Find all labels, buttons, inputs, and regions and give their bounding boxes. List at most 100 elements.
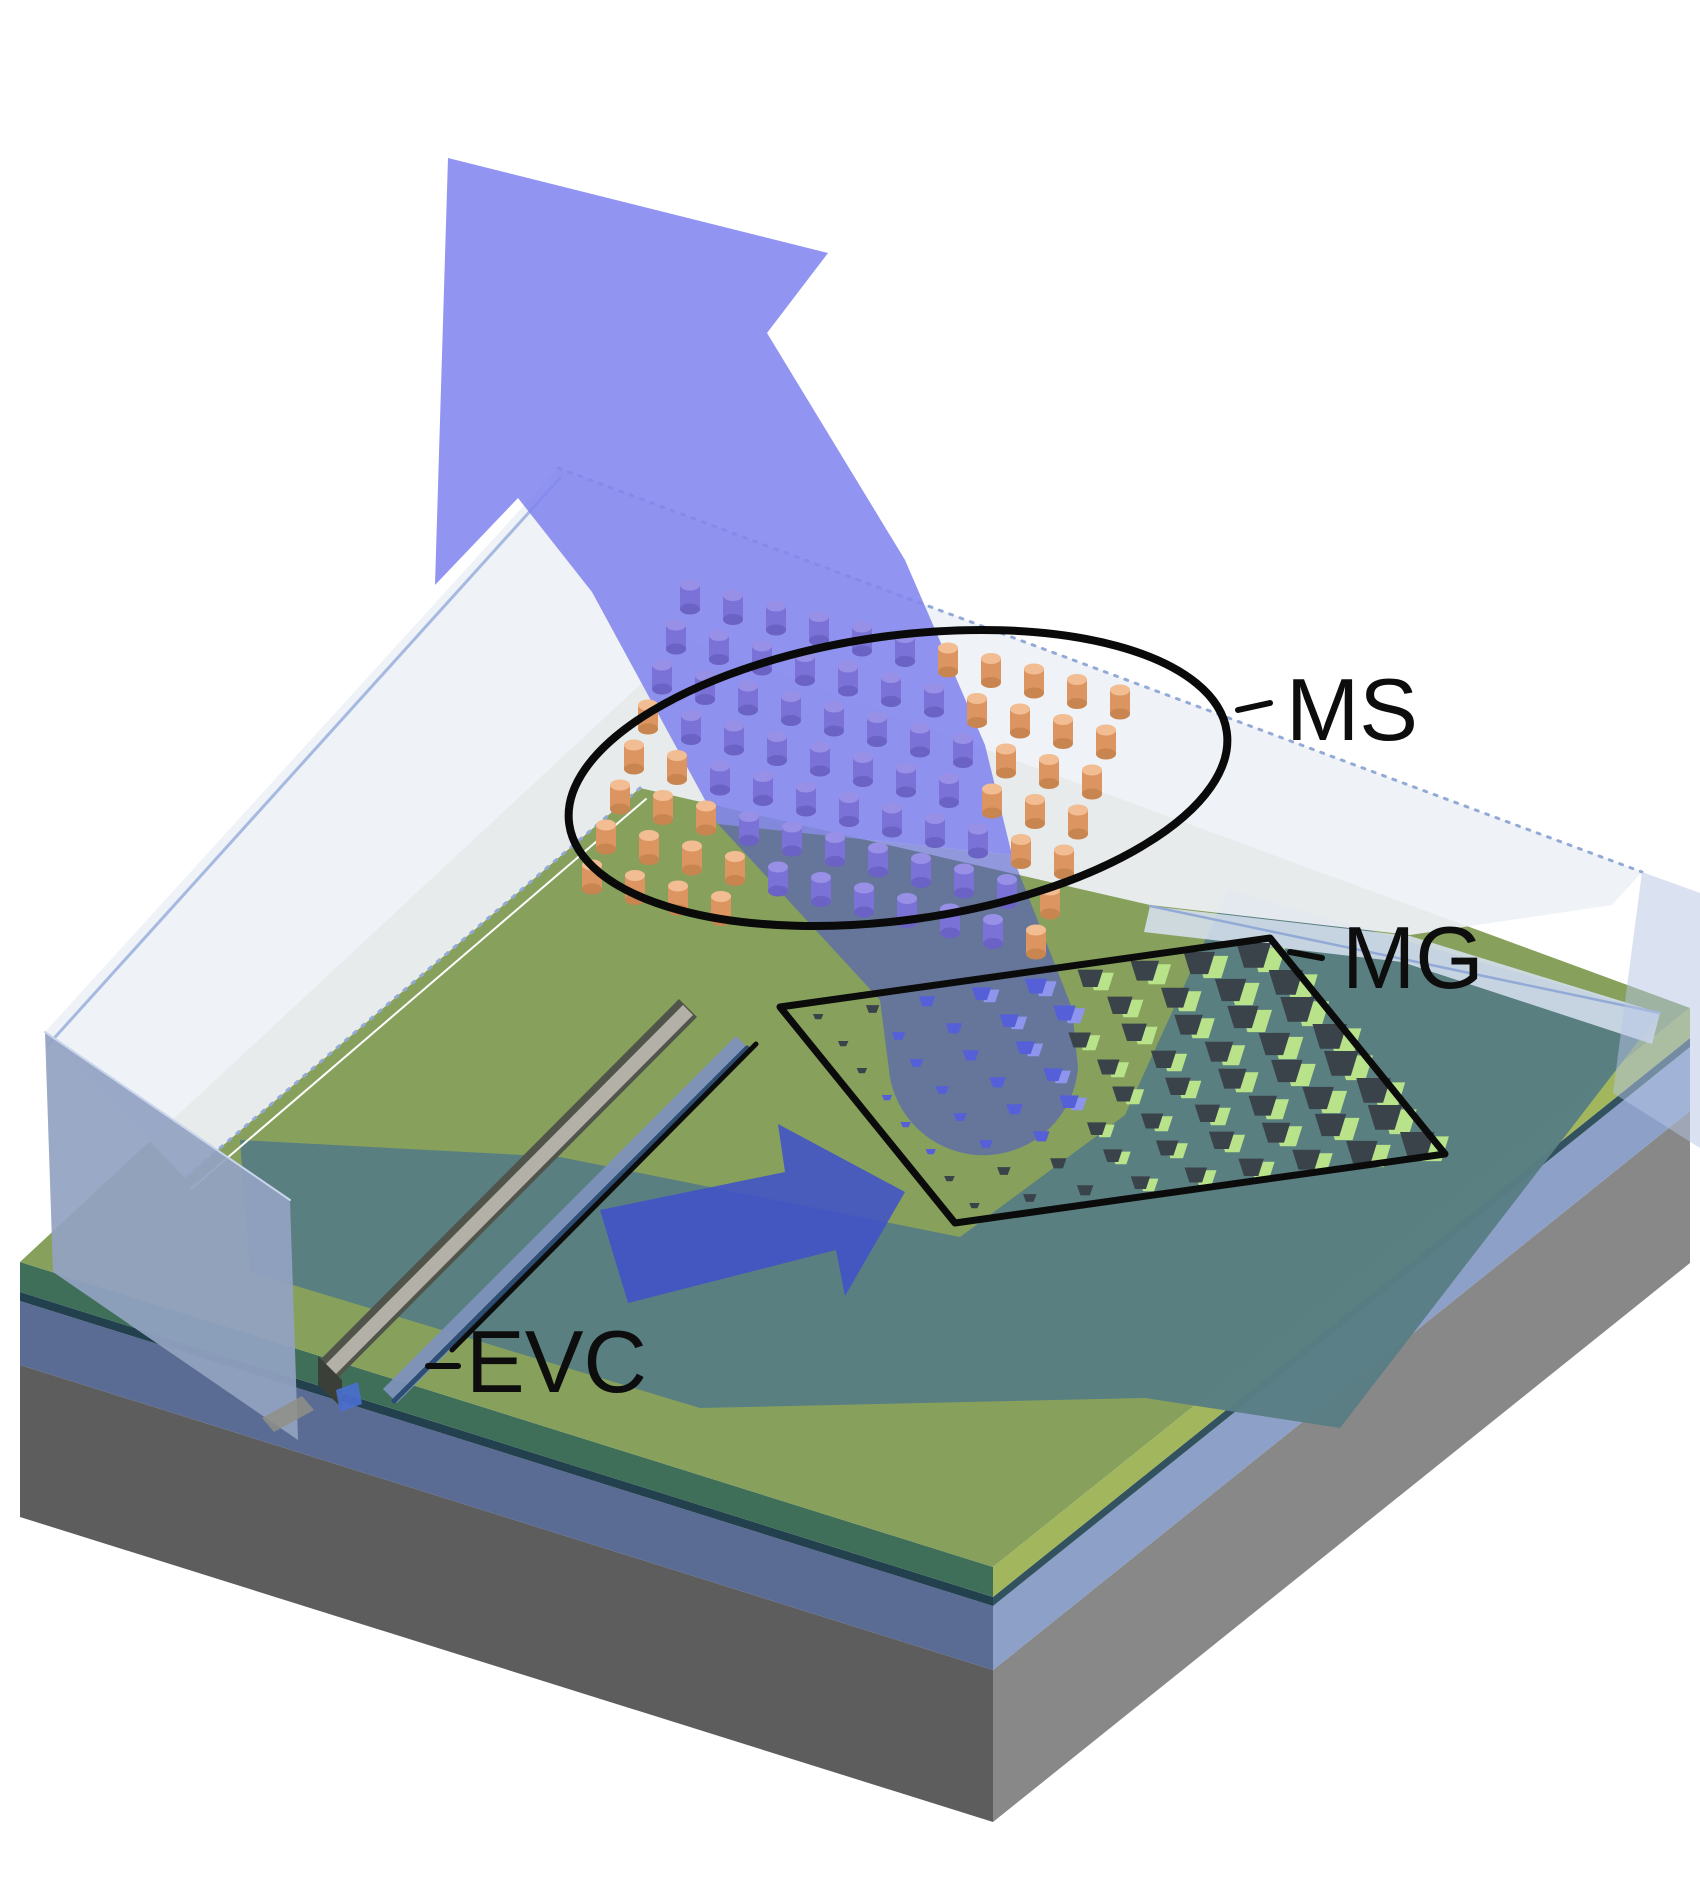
ms-pillar-in-beam bbox=[681, 715, 701, 740]
mg-hole-in-beam bbox=[918, 996, 936, 1007]
ms-pillar-in-beam bbox=[782, 845, 802, 857]
ms-pillar-in-beam bbox=[825, 837, 845, 862]
ms-pillar bbox=[938, 666, 958, 678]
ms-pillar bbox=[1067, 698, 1087, 709]
mg-hole bbox=[1261, 1122, 1291, 1143]
ms-pillar-in-beam bbox=[868, 866, 888, 878]
mg-hole bbox=[1356, 1077, 1391, 1103]
mg-hole-in-beam bbox=[1033, 1131, 1050, 1142]
mg-hole bbox=[1076, 1185, 1094, 1196]
ms-pillar bbox=[967, 693, 987, 704]
mg-hole bbox=[969, 1203, 980, 1209]
ms-pillar-in-beam bbox=[924, 682, 944, 694]
ms-pillar bbox=[1067, 679, 1087, 704]
mg-hole-in-beam bbox=[909, 1059, 924, 1067]
ms-pillar-in-beam bbox=[911, 858, 931, 883]
ms-pillar-in-beam bbox=[781, 691, 801, 702]
ms-pillar bbox=[610, 785, 630, 809]
ms-pillar bbox=[610, 779, 630, 791]
ms-pillar bbox=[610, 803, 630, 815]
ms-pillar-in-beam bbox=[911, 853, 931, 864]
mg-hole-in-beam bbox=[1006, 1104, 1023, 1115]
ms-pillar bbox=[1053, 738, 1073, 749]
ms-pillar-in-beam bbox=[881, 677, 901, 702]
evc-edge-notch-core bbox=[336, 1382, 362, 1412]
ms-pillar-in-beam bbox=[680, 579, 700, 591]
ms-pillar-in-beam bbox=[897, 893, 917, 904]
ms-pillar-in-beam bbox=[853, 752, 873, 763]
ms-pillar-in-beam bbox=[766, 600, 786, 612]
ms-pillar bbox=[1039, 759, 1059, 784]
ms-pillar bbox=[1096, 724, 1116, 736]
ms-pillar-in-beam bbox=[925, 837, 945, 848]
ms-pillar bbox=[1026, 930, 1046, 954]
ms-pillar-in-beam bbox=[739, 816, 759, 841]
substrate-right-face bbox=[993, 1111, 1690, 1822]
ms-pillar-in-beam bbox=[867, 712, 887, 723]
ms-pillar bbox=[996, 743, 1016, 755]
ms-pillar-in-beam bbox=[825, 856, 845, 867]
ms-pillar bbox=[1039, 754, 1059, 765]
ms-pillar bbox=[1010, 703, 1030, 715]
ms-pillar-in-beam bbox=[781, 696, 801, 721]
ms-pillar bbox=[725, 851, 745, 862]
ms-pillar bbox=[938, 642, 958, 654]
ms-pillar bbox=[639, 854, 659, 865]
ms-pillar bbox=[1026, 924, 1046, 936]
ms-pillar bbox=[725, 875, 745, 886]
ms-pillar bbox=[1068, 810, 1088, 834]
ms-pillar bbox=[624, 763, 644, 775]
ms-pillar bbox=[667, 750, 687, 761]
mg-hole bbox=[1214, 978, 1247, 1002]
scene-labels: MS MG EVC bbox=[466, 660, 1484, 1411]
ms-pillar-in-beam bbox=[710, 784, 730, 796]
ms-ellipse bbox=[564, 625, 1232, 931]
mg-hole bbox=[1204, 1041, 1234, 1062]
ms-pillar-in-beam bbox=[652, 659, 672, 671]
label-metagrating: MG bbox=[1342, 908, 1484, 1007]
ms-pillar-in-beam bbox=[753, 776, 773, 801]
ms-pillar-in-beam bbox=[666, 619, 686, 631]
ms-pillar-in-beam bbox=[882, 802, 902, 814]
mg-hole-in-beam bbox=[979, 1140, 993, 1148]
mg-hole bbox=[1102, 1149, 1123, 1162]
ms-pillar-in-beam bbox=[810, 741, 830, 753]
mg-hole bbox=[1150, 1050, 1177, 1069]
ms-pillar-in-beam bbox=[824, 707, 844, 731]
mg-hole bbox=[1399, 1131, 1435, 1157]
mg-hole bbox=[1130, 960, 1160, 981]
ms-pillar-in-beam bbox=[810, 747, 830, 771]
ms-pillar bbox=[981, 677, 1001, 688]
evc-annotation-line bbox=[449, 1041, 759, 1353]
mg-hole bbox=[1161, 987, 1190, 1008]
ms-pillar bbox=[967, 698, 987, 723]
ms-label-dash bbox=[1235, 700, 1273, 713]
ms-pillar bbox=[625, 870, 645, 881]
ms-pillar-in-beam bbox=[838, 685, 858, 697]
ms-pillar-in-beam bbox=[666, 643, 686, 655]
ms-pillar bbox=[682, 864, 702, 876]
ms-pillar bbox=[981, 658, 1001, 683]
ms-pillar-in-beam bbox=[968, 823, 988, 835]
ms-pillar-in-beam bbox=[723, 590, 743, 601]
ms-pillar bbox=[938, 648, 958, 672]
superstrate-front-edge bbox=[183, 786, 642, 1180]
ms-pillar-in-beam bbox=[852, 645, 872, 657]
ms-pillar-in-beam bbox=[768, 861, 788, 873]
mg-hole bbox=[1165, 1077, 1191, 1096]
mg-hole-in-beam bbox=[1024, 978, 1048, 994]
ms-pillar-in-beam bbox=[739, 835, 759, 846]
mg-hole-in-beam bbox=[1043, 1068, 1063, 1081]
ms-pillar bbox=[1024, 663, 1044, 675]
ms-pillar-in-beam bbox=[854, 882, 874, 894]
mg-hole bbox=[1068, 1032, 1091, 1048]
ms-pillar-in-beam bbox=[710, 760, 730, 772]
ms-pillar-in-beam bbox=[939, 773, 959, 784]
ms-pillar bbox=[1025, 818, 1045, 829]
ms-pillar bbox=[653, 795, 673, 820]
ms-pillar bbox=[696, 824, 716, 836]
superstrate-front-edge-gap bbox=[190, 798, 647, 1190]
ms-pillar-in-beam bbox=[739, 811, 759, 822]
ms-pillar bbox=[582, 883, 602, 895]
ms-pillar-in-beam bbox=[954, 863, 974, 875]
